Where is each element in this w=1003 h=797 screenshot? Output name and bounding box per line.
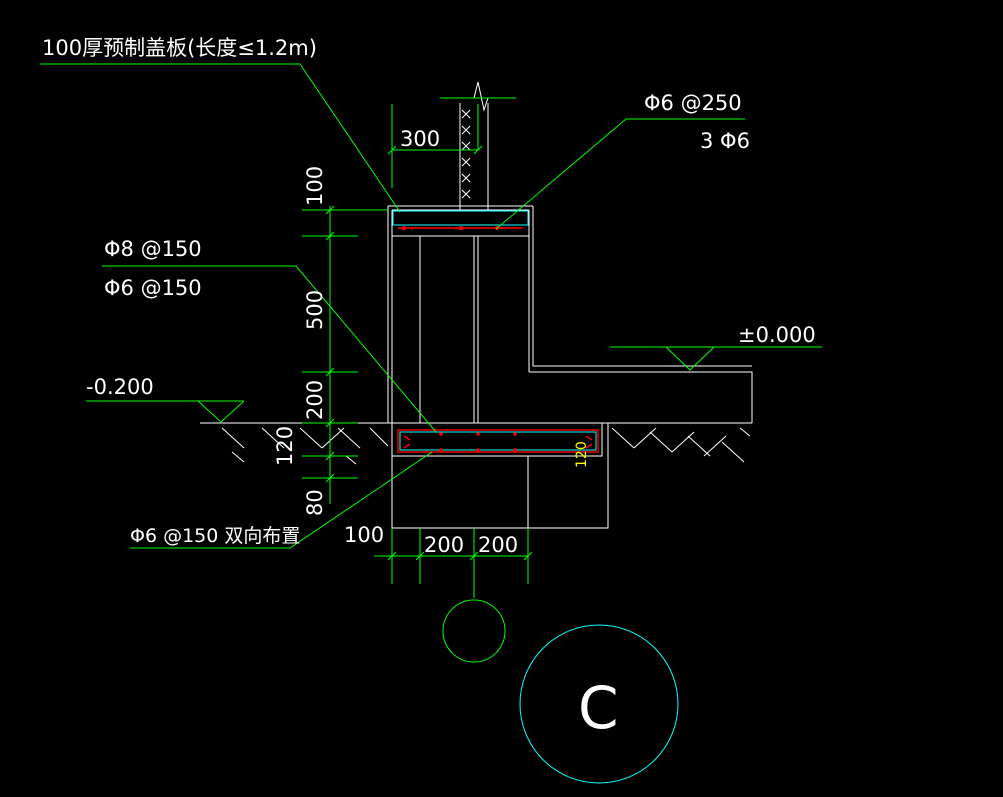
dim-200-b: 200 <box>478 533 518 557</box>
axis-circle-c <box>519 624 679 784</box>
label-elev-ground: -0.200 <box>86 375 154 399</box>
trench-wall-outline <box>200 205 753 529</box>
label-wall-rebar-dist: Φ6 @150 <box>104 276 202 300</box>
earth-hatch-right <box>611 427 751 463</box>
axis-circle-small <box>442 599 506 663</box>
dim-100-top: 100 <box>303 166 327 206</box>
label-elev-floor: ±0.000 <box>738 323 816 347</box>
upper-wall-hatch <box>461 109 471 199</box>
earth-hatch-left <box>221 427 389 465</box>
dim-200-a: 200 <box>424 533 464 557</box>
dim-left-stack <box>302 205 388 504</box>
dim-top-width <box>387 104 483 188</box>
axis-label-c: C <box>578 674 619 742</box>
dim-200-left: 200 <box>303 380 327 420</box>
dim-80: 80 <box>303 489 327 516</box>
base-rebar <box>397 429 599 453</box>
dim-120-left: 120 <box>273 426 297 466</box>
elevation-marker-ground <box>86 400 245 423</box>
elevation-marker-floor <box>610 346 822 371</box>
label-top-rebar-count: 3 Φ6 <box>700 129 750 153</box>
dim-wall-top-width: 300 <box>400 127 440 151</box>
dim-500: 500 <box>303 290 327 330</box>
dim-120-right: 120 <box>574 441 590 468</box>
label-wall-rebar-main: Φ8 @150 <box>104 237 202 261</box>
cover-plate <box>392 210 529 230</box>
dim-bottom-stack <box>374 528 533 598</box>
dim-100-bottom: 100 <box>344 523 384 547</box>
label-base-rebar: Φ6 @150 双向布置 <box>130 525 300 547</box>
label-cover-plate: 100厚预制盖板(长度≤1.2m) <box>42 36 317 60</box>
label-top-rebar-spacing: Φ6 @250 <box>644 91 742 115</box>
leader-lines <box>40 63 745 549</box>
